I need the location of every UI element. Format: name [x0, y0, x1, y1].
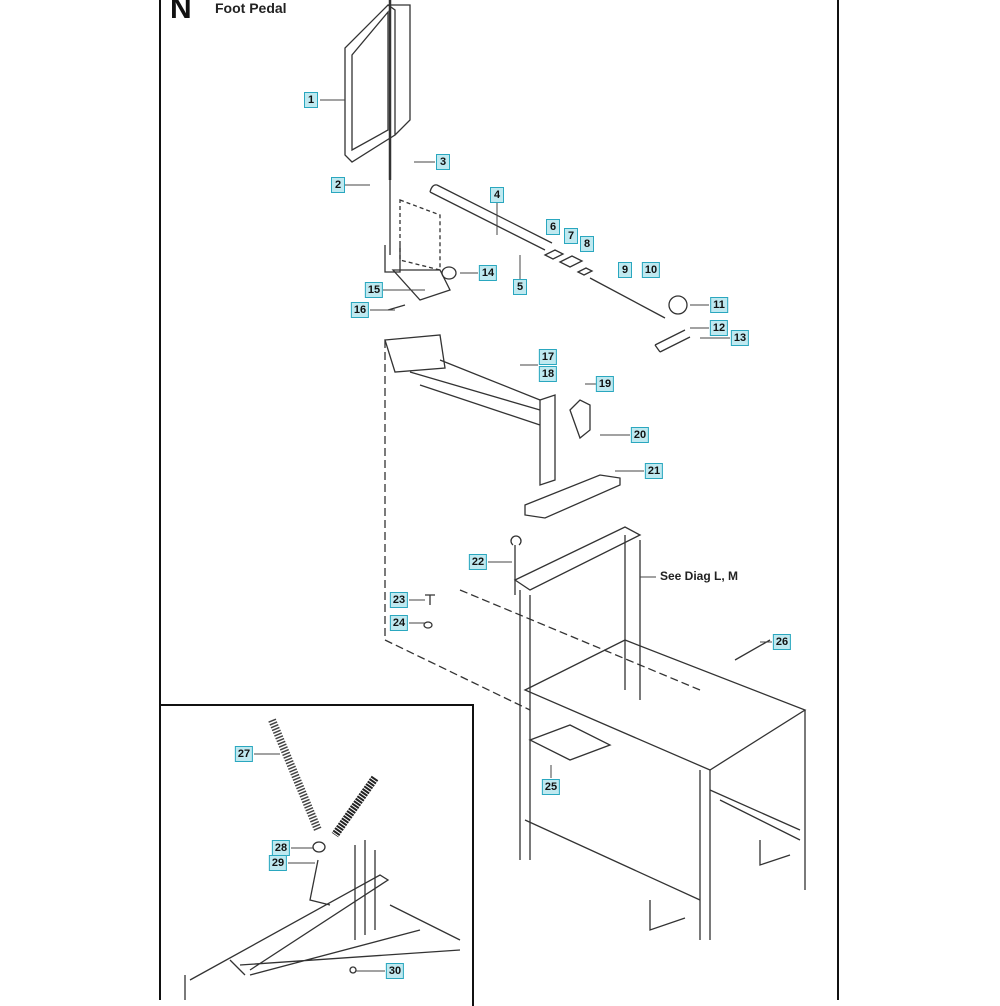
frame-right-border — [837, 0, 839, 1000]
callout-30[interactable]: 30 — [385, 963, 405, 979]
callout-21[interactable]: 21 — [644, 463, 664, 479]
callout-14[interactable]: 14 — [478, 265, 498, 281]
callout-27[interactable]: 27 — [234, 746, 254, 762]
see-diagram-note: See Diag L, M — [660, 569, 739, 583]
callout-20[interactable]: 20 — [630, 427, 650, 443]
callout-25[interactable]: 25 — [541, 779, 561, 795]
callout-23[interactable]: 23 — [389, 592, 409, 608]
callout-4[interactable]: 4 — [490, 187, 504, 203]
frame-left-border — [159, 0, 161, 1000]
callout-15[interactable]: 15 — [364, 282, 384, 298]
handle-frame — [344, 0, 411, 255]
section-letter: N — [170, 0, 192, 25]
callout-13[interactable]: 13 — [730, 330, 750, 346]
callout-10[interactable]: 10 — [641, 262, 661, 278]
callout-5[interactable]: 5 — [513, 279, 527, 295]
callout-12[interactable]: 12 — [709, 320, 729, 336]
callout-3[interactable]: 3 — [436, 154, 450, 170]
diagram-title: Foot Pedal — [215, 0, 287, 16]
callout-2[interactable]: 2 — [331, 177, 345, 193]
callout-7[interactable]: 7 — [564, 228, 578, 244]
callout-1[interactable]: 1 — [304, 92, 318, 108]
callout-26[interactable]: 26 — [772, 634, 792, 650]
callout-22[interactable]: 22 — [468, 554, 488, 570]
spring-detail-inset — [160, 704, 474, 1006]
callout-16[interactable]: 16 — [350, 302, 370, 318]
callout-28[interactable]: 28 — [271, 840, 291, 856]
callout-6[interactable]: 6 — [546, 219, 560, 235]
callout-18[interactable]: 18 — [538, 366, 558, 382]
callout-17[interactable]: 17 — [538, 349, 558, 365]
callout-9[interactable]: 9 — [618, 262, 632, 278]
callout-19[interactable]: 19 — [595, 376, 615, 392]
callout-11[interactable]: 11 — [710, 297, 728, 313]
callout-8[interactable]: 8 — [580, 236, 594, 252]
callout-29[interactable]: 29 — [268, 855, 288, 871]
callout-24[interactable]: 24 — [389, 615, 409, 631]
